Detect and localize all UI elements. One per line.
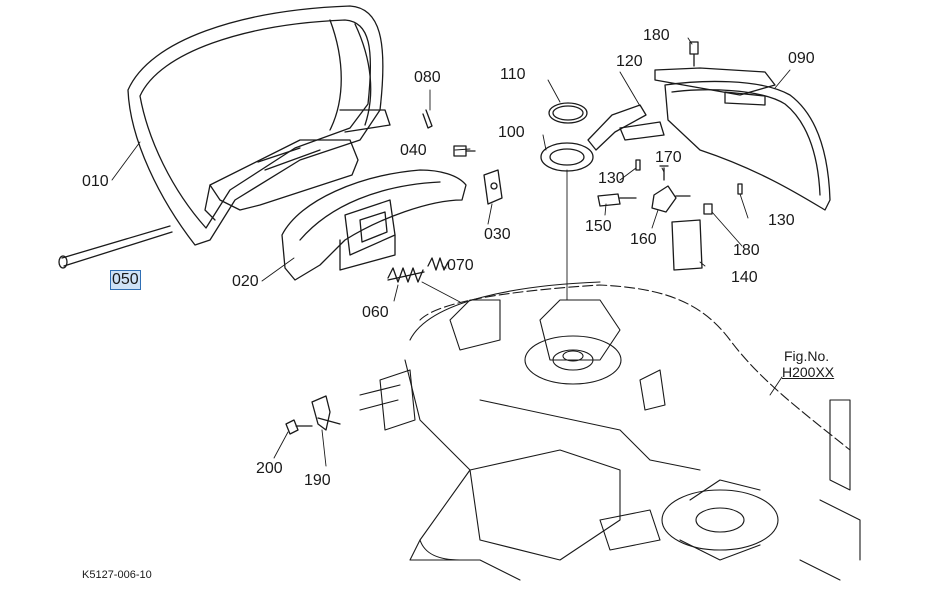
part-070-spring [427,257,449,271]
part-label-110[interactable]: 110 [500,66,526,83]
part-180-nut-a [689,41,699,67]
part-label-030[interactable]: 030 [484,226,511,243]
part-130-screw-b [737,183,743,195]
part-label-200[interactable]: 200 [256,460,283,477]
part-060-spring [387,267,425,283]
part-150-key [597,193,637,207]
part-label-010[interactable]: 010 [82,173,109,190]
part-030-clip [483,169,503,205]
part-label-190[interactable]: 190 [304,472,331,489]
part-label-120[interactable]: 120 [616,53,643,70]
part-100-washer [540,142,594,172]
part-020-deflector [281,169,467,281]
part-label-040[interactable]: 040 [400,142,427,159]
part-label-100[interactable]: 100 [498,124,525,141]
part-label-160[interactable]: 160 [630,231,657,248]
part-190-latch [311,395,341,431]
part-label-170[interactable]: 170 [655,149,682,166]
part-label-060[interactable]: 060 [362,304,389,321]
part-110-snap-ring [548,102,588,124]
part-080-pin [422,109,433,129]
part-050-rod [58,225,173,269]
part-label-090[interactable]: 090 [788,50,815,67]
part-label-020[interactable]: 020 [232,273,259,290]
figure-code: H200XX [782,364,835,380]
leader-lines [111,37,791,467]
part-label-180-top[interactable]: 180 [643,27,670,44]
part-label-050-selected[interactable]: 050 [110,270,141,290]
part-170-screw [659,165,669,181]
part-130-screw-a [635,159,641,171]
part-label-130-right[interactable]: 130 [768,212,795,229]
part-label-130-left[interactable]: 130 [598,170,625,187]
part-label-080[interactable]: 080 [414,69,441,86]
part-180-nut-b [703,203,713,215]
part-label-180-bottom[interactable]: 180 [733,242,760,259]
drawing-reference-code: K5127-006-10 [82,569,152,581]
part-140-plate [671,219,703,271]
part-010-chute [127,5,391,246]
part-160-lever [651,185,691,213]
part-label-070[interactable]: 070 [447,257,474,274]
part-label-140[interactable]: 140 [731,269,758,286]
part-090-guard [654,67,831,211]
part-040-bolt [453,145,476,157]
part-label-150[interactable]: 150 [585,218,612,235]
part-120-bracket [587,104,665,151]
figure-label: Fig.No. [784,348,830,364]
mower-deck [359,281,861,581]
part-200-bolt [285,419,313,435]
part-chute-bracket [204,139,359,221]
